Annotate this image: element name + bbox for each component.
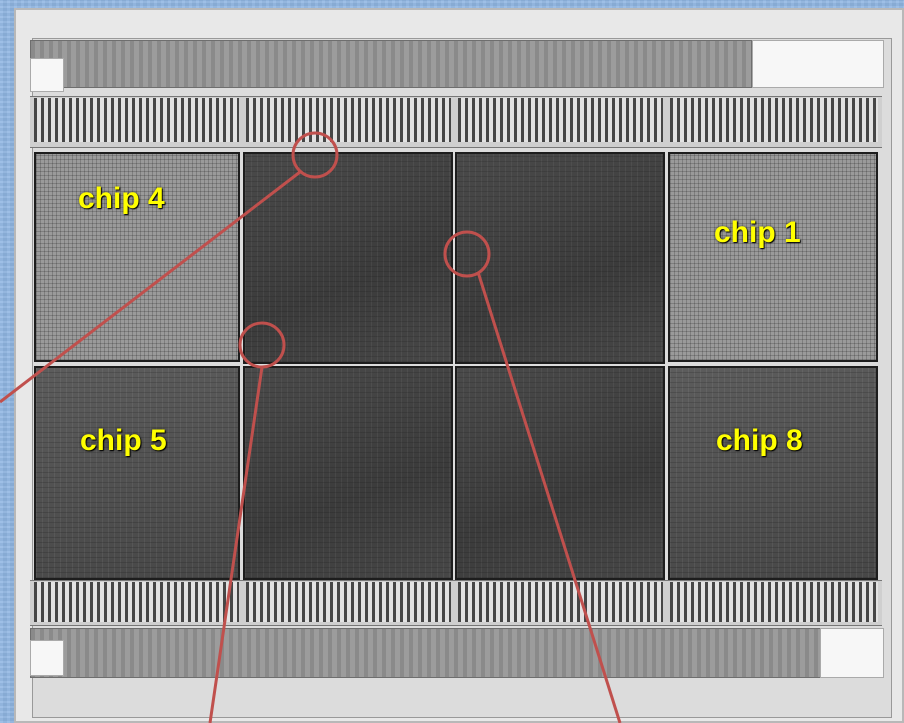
wire-bond-row — [246, 582, 451, 622]
chip-4 — [34, 152, 240, 362]
defect-circle-top — [291, 131, 339, 179]
callout-line — [208, 366, 264, 723]
chip-8 — [668, 366, 878, 580]
chip-1 — [668, 152, 878, 362]
chip-7 — [455, 366, 665, 580]
chip-6 — [243, 366, 453, 580]
top-hybrid-strip — [30, 40, 752, 88]
corner-pad — [820, 628, 884, 678]
chip-1-label: chip 1 — [714, 216, 801, 249]
callout-line — [0, 170, 301, 404]
chip-5 — [34, 366, 240, 580]
defect-circle-center — [443, 230, 491, 278]
chip-3 — [455, 152, 665, 364]
wire-bond-row — [458, 582, 663, 622]
wire-bond-row — [458, 98, 663, 142]
corner-pad — [30, 58, 64, 92]
callout-line — [476, 271, 622, 723]
wire-bond-row — [34, 582, 239, 622]
wire-bond-row — [670, 98, 878, 142]
chip-8-label: chip 8 — [716, 424, 803, 457]
corner-pad — [752, 40, 884, 88]
wire-bond-row — [670, 582, 878, 622]
chip-5-label: chip 5 — [80, 424, 167, 457]
wire-bond-row — [34, 98, 239, 142]
defect-circle-left — [238, 321, 286, 369]
wire-bond-row — [246, 98, 451, 142]
chip-4-label: chip 4 — [78, 182, 165, 215]
corner-pad — [30, 640, 64, 676]
